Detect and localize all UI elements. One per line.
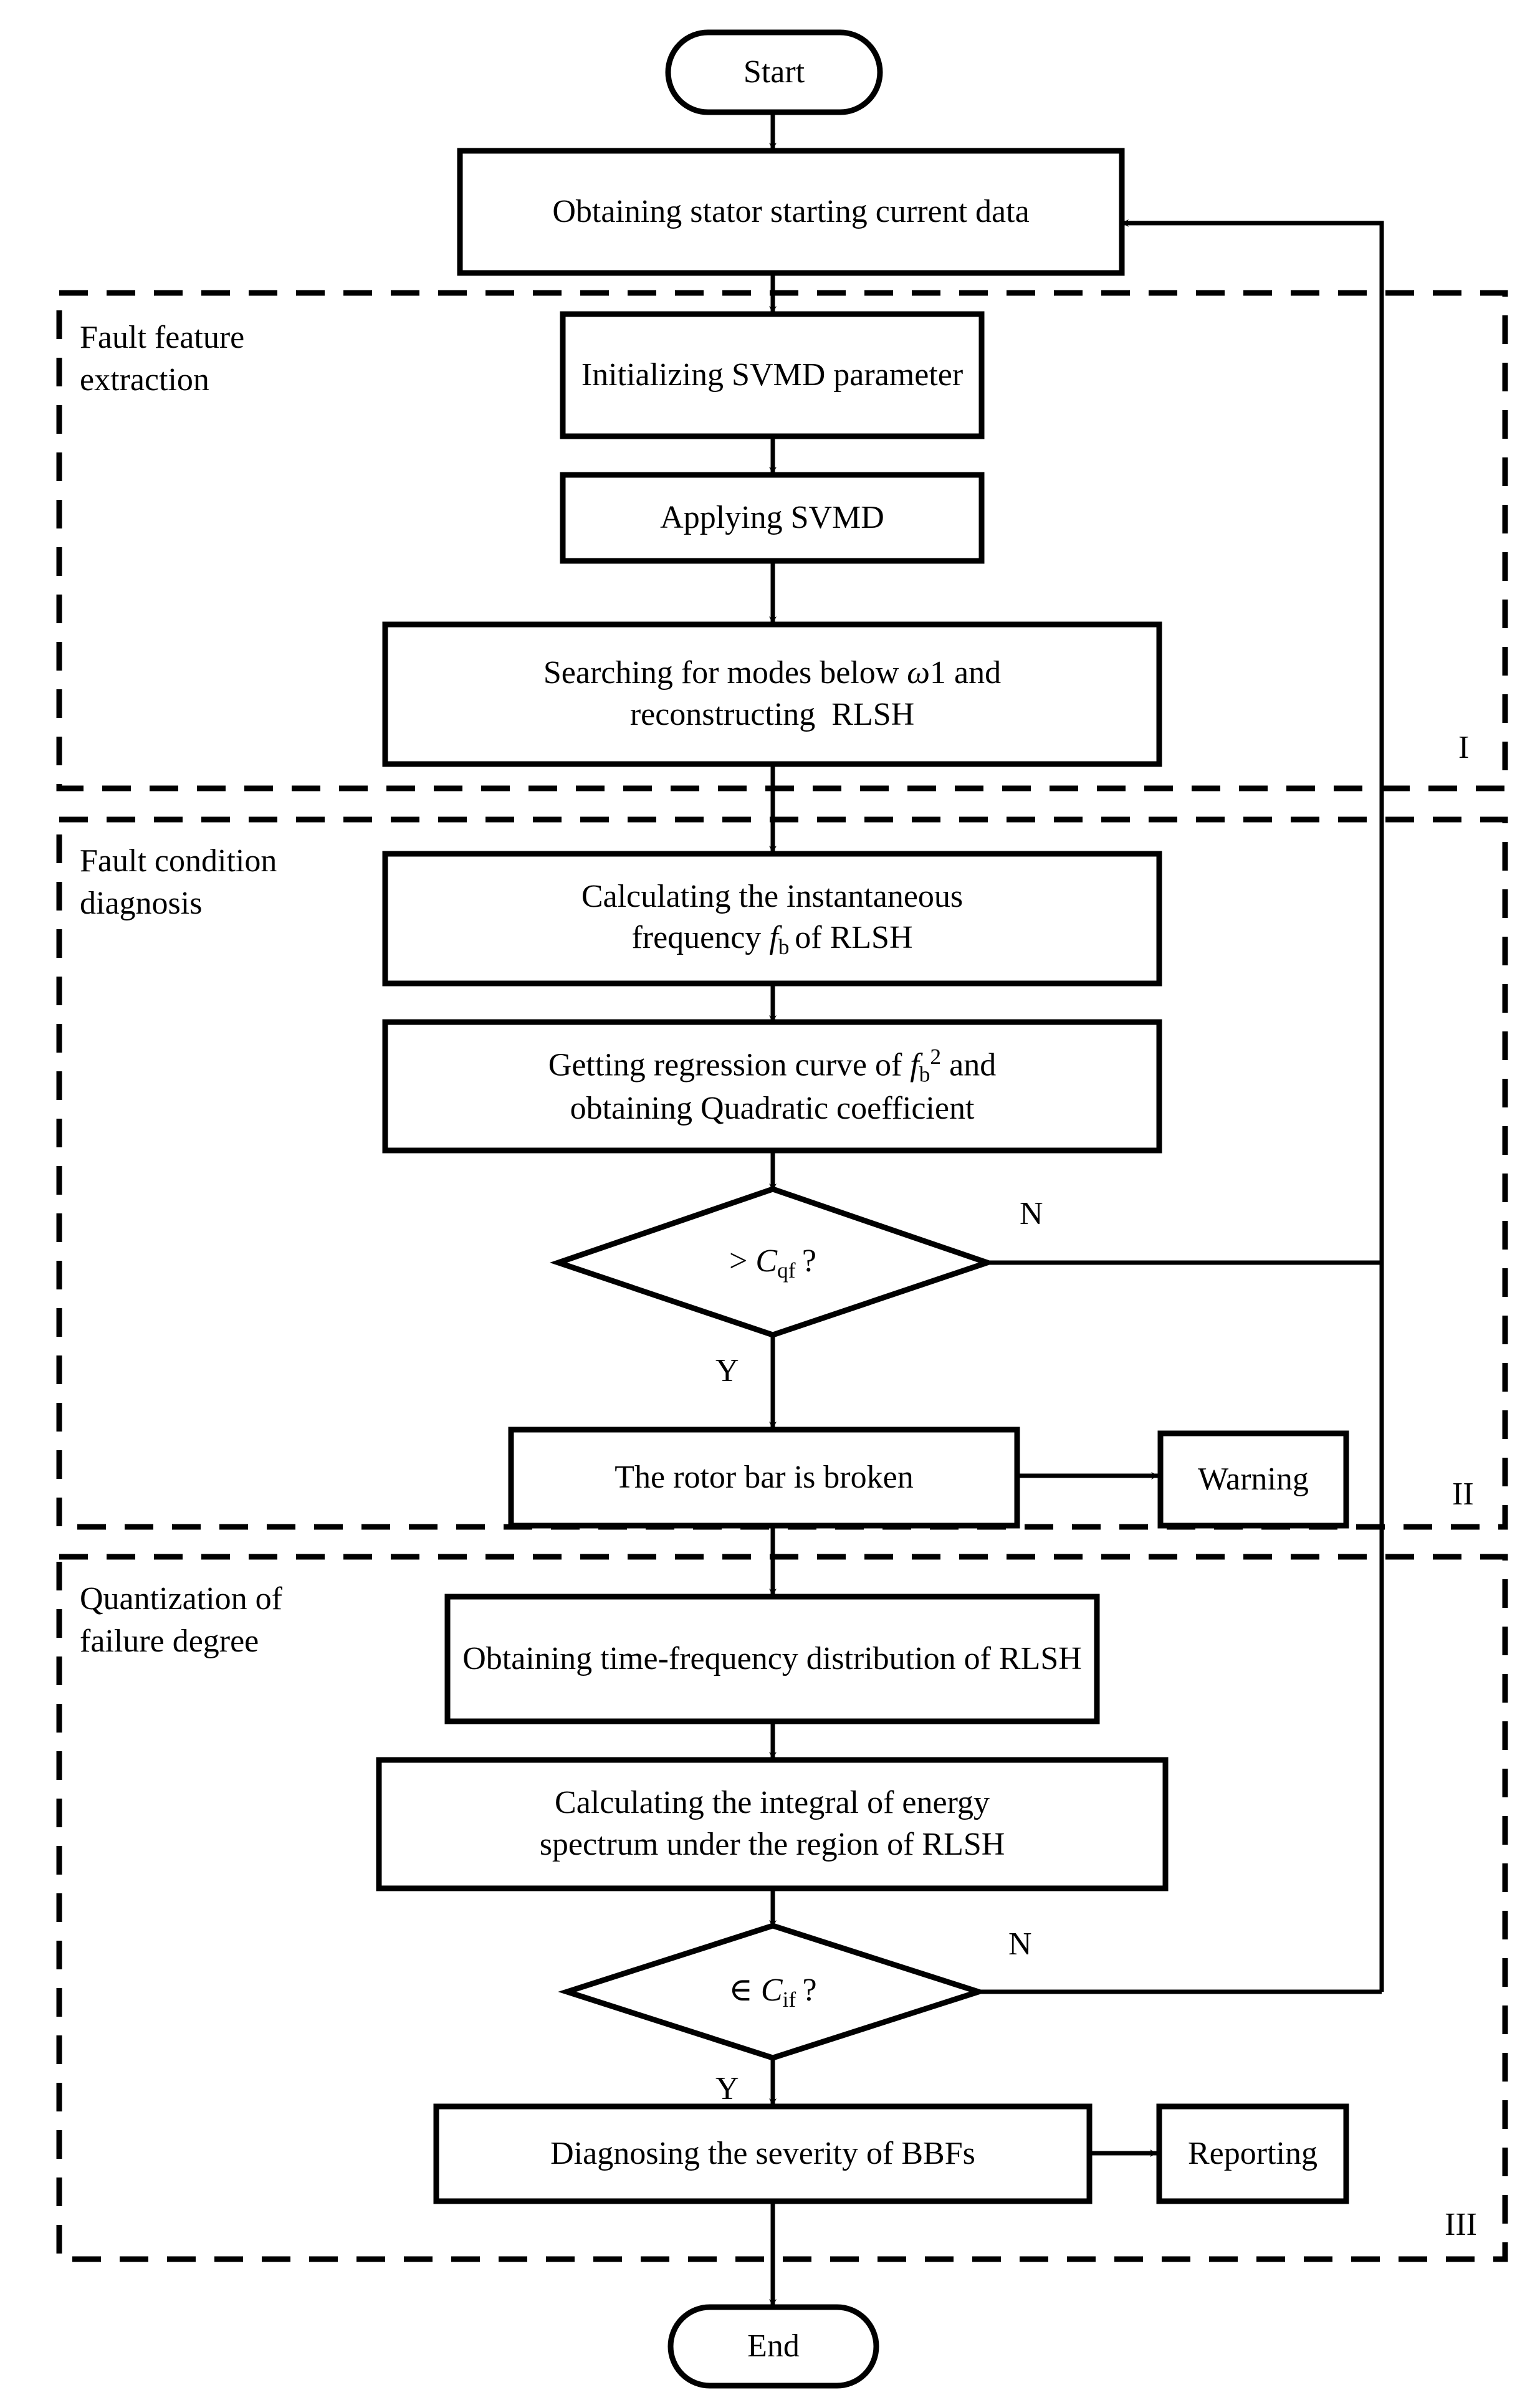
edge-decision1-no-feedback <box>873 219 1384 1265</box>
node-reporting[interactable] <box>1156 2103 1349 2204</box>
node-acquire[interactable] <box>457 148 1125 276</box>
section-boundary-I <box>56 290 1508 791</box>
node-calc-if[interactable] <box>382 851 1162 987</box>
section-roman-II: II <box>1452 1476 1474 1512</box>
node-tfd[interactable] <box>444 1594 1100 1724</box>
node-decision-cqf[interactable] <box>550 1186 996 1338</box>
node-diagnose[interactable] <box>433 2103 1093 2204</box>
section-label-fault-feature-extraction: Fault feature extraction <box>80 320 245 398</box>
node-start[interactable] <box>665 29 883 115</box>
node-end[interactable] <box>667 2304 879 2389</box>
section-label-fault-condition-diagnosis: Fault condition diagnosis <box>80 843 277 921</box>
node-decision-cif[interactable] <box>558 1923 988 2061</box>
section-boundary-II <box>56 816 1508 1530</box>
node-init-svmd[interactable] <box>560 311 985 439</box>
edge-label-cif-no: N <box>1008 1926 1032 1962</box>
section-roman-I: I <box>1458 730 1470 765</box>
node-regression[interactable] <box>382 1019 1162 1154</box>
node-warning[interactable] <box>1157 1430 1349 1529</box>
edge-label-cqf-yes: Y <box>715 1353 739 1389</box>
edge-label-cif-yes: Y <box>715 2071 739 2106</box>
node-apply-svmd[interactable] <box>560 472 985 564</box>
edge-label-cqf-no: N <box>1020 1196 1043 1231</box>
section-roman-III: III <box>1445 2207 1477 2242</box>
section-label-quantization-failure-degree: Quantization of failure degree <box>80 1581 282 1659</box>
node-search-modes[interactable] <box>382 621 1162 767</box>
section-boundary-III <box>56 1554 1508 2262</box>
node-integral[interactable] <box>376 1757 1169 1891</box>
node-rotor-broken[interactable] <box>508 1427 1020 1529</box>
